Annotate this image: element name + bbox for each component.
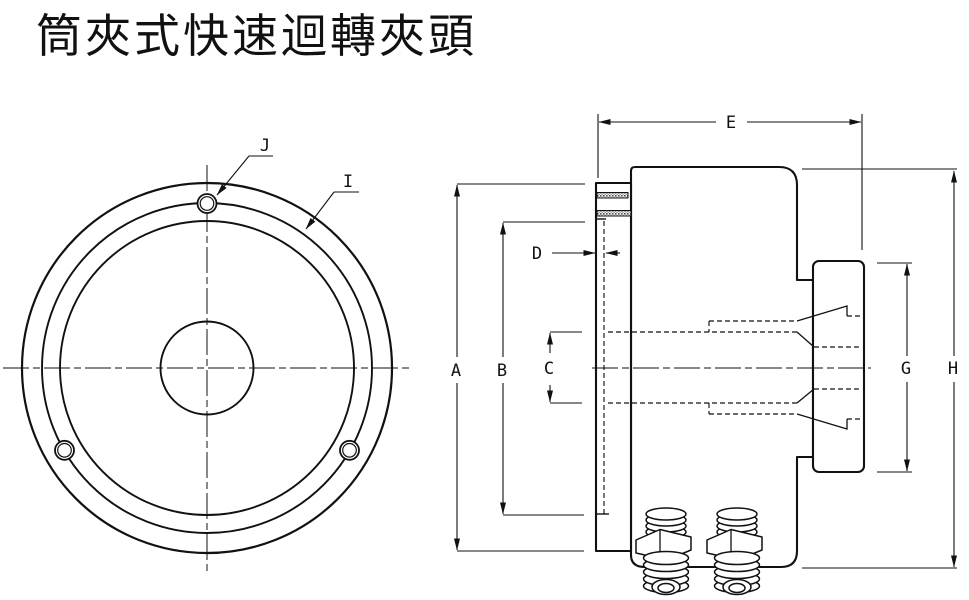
- dim-label-b: B: [497, 361, 507, 381]
- label-i-leader: I: [305, 172, 359, 230]
- clamp-bolt-left: [635, 507, 692, 596]
- dim-h: H: [802, 168, 958, 569]
- front-view: J I: [3, 136, 409, 572]
- dim-label-h: H: [948, 359, 958, 379]
- side-view: A B C D E: [451, 113, 958, 596]
- dim-e: E: [597, 113, 863, 250]
- dim-label-c: C: [544, 359, 554, 379]
- dim-label-e: E: [726, 113, 736, 133]
- collet-cap-outline: [811, 259, 866, 474]
- center-bore-circle: [159, 320, 255, 416]
- label-i: I: [343, 172, 353, 192]
- dim-a: A: [451, 183, 585, 552]
- chuck-outer-circle: [20, 181, 394, 555]
- thread-hatch-band-1: [596, 192, 629, 199]
- hidden-bore-lines: [608, 315, 862, 420]
- register-circle: [59, 220, 355, 516]
- label-j: J: [260, 136, 270, 156]
- label-j-leader: J: [216, 136, 273, 196]
- drawing-title: 筒夾式快速迴轉夾頭: [36, 10, 477, 62]
- thread-hatch-band-2: [596, 210, 632, 217]
- dim-label-d: D: [532, 244, 542, 264]
- backplate-outline: [594, 181, 633, 553]
- dim-label-g: G: [901, 359, 911, 379]
- mounting-hole-right: [339, 439, 360, 461]
- mounting-hole-left: [54, 439, 75, 461]
- mounting-hole-top: [196, 193, 218, 214]
- clamp-bolt-right: [706, 507, 763, 596]
- dim-b: B: [497, 221, 585, 516]
- dim-c: C: [544, 331, 582, 404]
- chuck-body-outline: [629, 165, 815, 569]
- collet-taper-lines: [796, 305, 848, 430]
- dim-g: G: [877, 262, 912, 473]
- dim-label-a: A: [451, 361, 461, 381]
- dim-d: D: [532, 244, 620, 264]
